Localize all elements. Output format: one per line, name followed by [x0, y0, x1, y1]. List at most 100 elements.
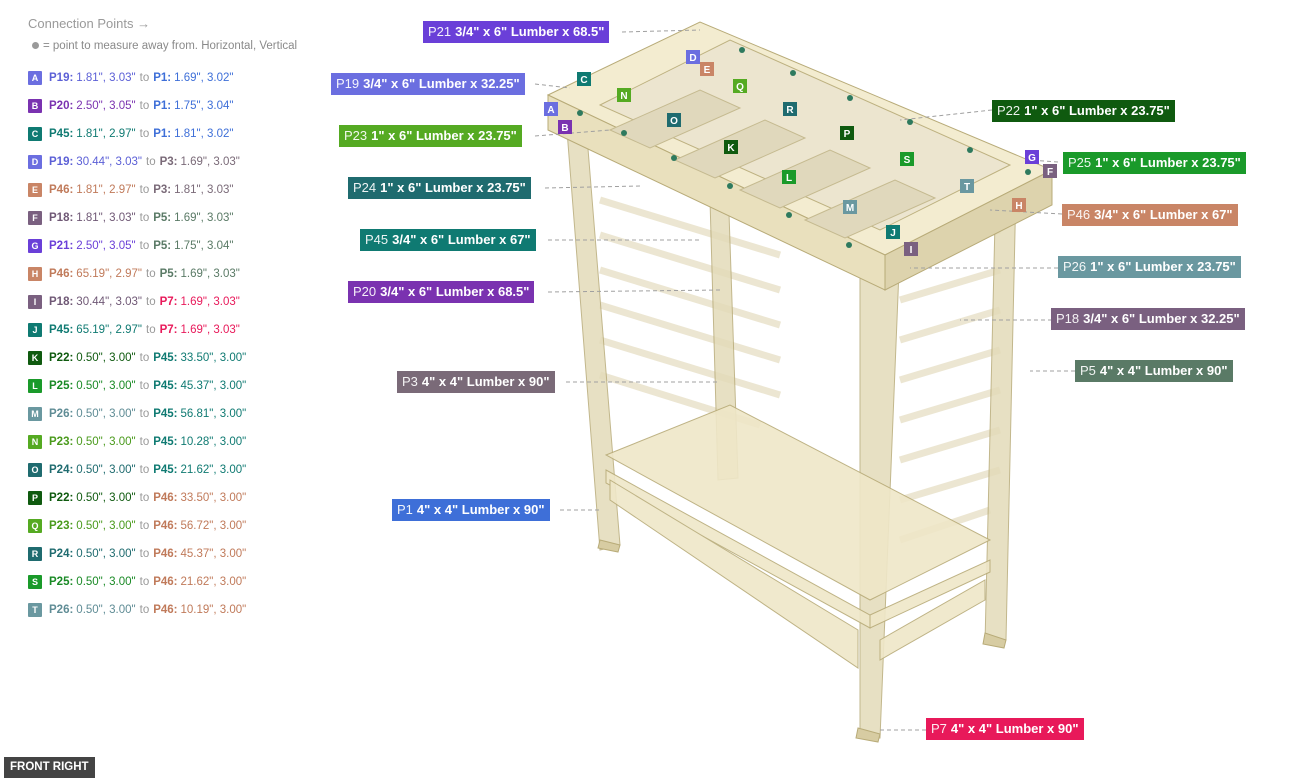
to-value: 1.69", 3.03"	[180, 268, 240, 280]
from-part: P45:	[49, 324, 74, 336]
marker-o[interactable]: O	[667, 113, 681, 127]
part-id: P23	[344, 128, 368, 143]
to-word: to	[139, 128, 150, 140]
marker-i[interactable]: I	[904, 242, 918, 256]
connection-points-panel: Connection Points → = point to measure a…	[28, 16, 328, 624]
svg-text:D: D	[689, 53, 696, 64]
from-value: 2.50", 3.05"	[76, 240, 136, 252]
connection-letter: R	[28, 547, 42, 561]
part-desc: 4" x 4" Lumber x 90"	[421, 374, 550, 389]
from-value: 1.81", 2.97"	[76, 184, 136, 196]
svg-text:R: R	[786, 105, 794, 116]
marker-c[interactable]: C	[577, 72, 591, 86]
from-part: P45:	[49, 128, 74, 140]
to-value: 56.72", 3.00"	[180, 520, 247, 532]
marker-s[interactable]: S	[900, 152, 914, 166]
marker-n[interactable]: N	[617, 88, 631, 102]
to-value: 10.28", 3.00"	[180, 436, 247, 448]
panel-title[interactable]: Connection Points →	[28, 16, 151, 31]
to-part: P45:	[153, 408, 178, 420]
marker-f[interactable]: F	[1043, 164, 1057, 178]
to-word: to	[139, 352, 150, 364]
marker-g[interactable]: G	[1025, 150, 1039, 164]
to-part: P45:	[153, 380, 178, 392]
connection-letter: J	[28, 323, 42, 337]
from-part: P26:	[49, 604, 74, 616]
marker-a[interactable]: A	[544, 102, 558, 116]
svg-text:E: E	[704, 65, 711, 76]
from-value: 2.50", 3.05"	[76, 100, 136, 112]
marker-j[interactable]: J	[886, 225, 900, 239]
marker-r[interactable]: R	[783, 102, 797, 116]
panel-subtitle-text: = point to measure away from. Horizontal…	[43, 40, 298, 52]
to-part: P3:	[159, 156, 178, 168]
marker-l[interactable]: L	[782, 170, 796, 184]
from-value: 65.19", 2.97"	[76, 324, 143, 336]
from-value: 1.81", 3.03"	[76, 212, 136, 224]
from-part: P22:	[49, 352, 74, 364]
marker-m[interactable]: M	[843, 200, 857, 214]
connection-letter: D	[28, 155, 42, 169]
svg-text:G: G	[1028, 153, 1036, 164]
connection-letter: S	[28, 575, 42, 589]
to-part: P46:	[153, 604, 178, 616]
to-value: 45.37", 3.00"	[180, 548, 247, 560]
part-id: P5	[1080, 363, 1096, 378]
svg-text:F: F	[1047, 167, 1053, 178]
svg-text:O: O	[670, 116, 678, 127]
marker-e[interactable]: E	[700, 62, 714, 76]
marker-q[interactable]: Q	[733, 79, 747, 93]
connection-letter: Q	[28, 519, 42, 533]
connection-markers: A B C D E F G H I J K L M N O P Q R S T	[544, 50, 1057, 256]
part-desc: 1" x 6" Lumber x 23.75"	[371, 128, 517, 143]
connection-letter: M	[28, 407, 42, 421]
marker-t[interactable]: T	[960, 179, 974, 193]
marker-h[interactable]: H	[1012, 198, 1026, 212]
svg-text:B: B	[561, 123, 568, 134]
view-label[interactable]: FRONT RIGHT	[4, 757, 95, 778]
part-desc: 3/4" x 6" Lumber x 68.5"	[380, 284, 530, 299]
from-value: 1.81", 3.03"	[76, 72, 136, 84]
from-part: P19:	[49, 72, 74, 84]
marker-k[interactable]: K	[724, 140, 738, 154]
marker-b[interactable]: B	[558, 120, 572, 134]
marker-p[interactable]: P	[840, 126, 854, 140]
marker-d[interactable]: D	[686, 50, 700, 64]
panel-subtitle: = point to measure away from. Horizontal…	[28, 40, 328, 52]
